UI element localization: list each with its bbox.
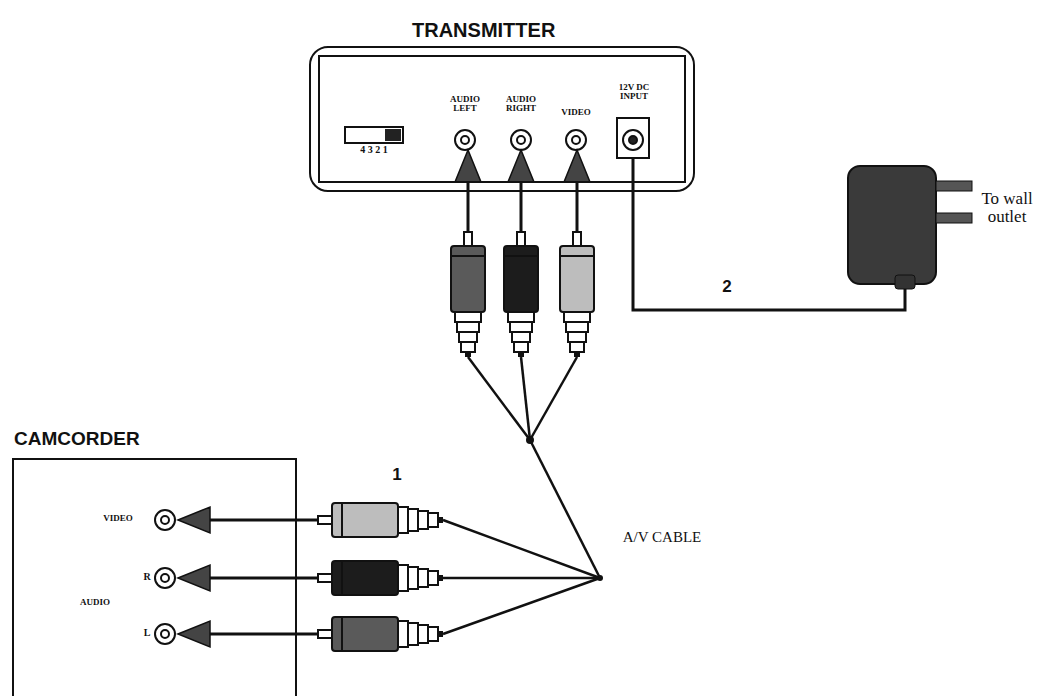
callout-number: 1 — [385, 466, 409, 484]
switch-positions: 4 3 2 1 — [339, 145, 409, 156]
callout-number: 2 — [715, 278, 739, 296]
jack-label: VIDEO — [93, 514, 143, 523]
jack-label: L — [137, 628, 157, 639]
jack-label: R — [137, 572, 157, 583]
jack-label: AUDIO RIGHT — [500, 95, 542, 114]
camcorder-box: CAMCORDER — [12, 458, 297, 696]
outlet-note: To wall outlet — [978, 190, 1036, 226]
jack-label: AUDIO — [70, 598, 120, 607]
jack-label: VIDEO — [554, 108, 598, 117]
jack-label: AUDIO LEFT — [445, 95, 485, 114]
cable-label: A/V CABLE — [602, 530, 722, 546]
device-heading: TRANSMITTER — [412, 19, 555, 42]
jack-label: 12V DC INPUT — [612, 83, 656, 102]
transmitter-box: TRANSMITTER — [318, 55, 686, 183]
device-heading: CAMCORDER — [14, 428, 140, 450]
